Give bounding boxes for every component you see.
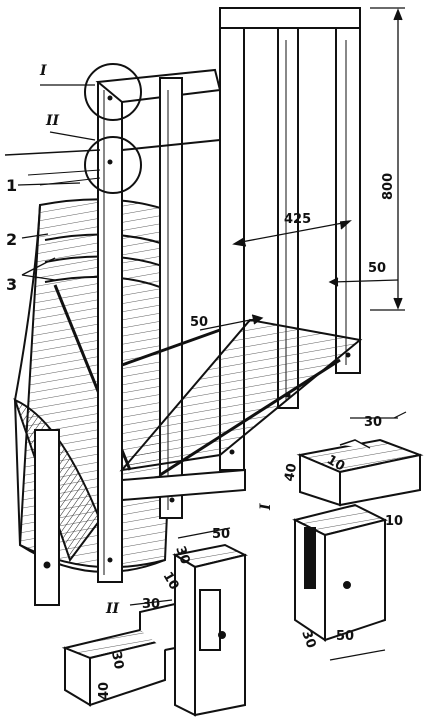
post-width-right-dim: 50 bbox=[368, 261, 386, 276]
detail-II-rail bbox=[61, 599, 176, 707]
detail-circle-II bbox=[84, 136, 142, 194]
detail-II-rail-depth: 30 bbox=[108, 650, 126, 670]
detail-I-tenon-rail bbox=[296, 411, 424, 507]
part-3-label: 3 bbox=[6, 275, 17, 294]
detail-I-tenon-side: 40 bbox=[282, 462, 300, 482]
detail-II-lower-label: II bbox=[105, 601, 120, 617]
detail-I-lower-label: I bbox=[258, 503, 274, 511]
frame-height-dim: 800 bbox=[381, 173, 396, 200]
right-frame-right-post bbox=[335, 7, 361, 374]
detail-circle-I bbox=[84, 63, 142, 121]
rail-upper bbox=[121, 139, 221, 151]
dimension-lines bbox=[17, 7, 405, 331]
detail-II-post-depth: 30 bbox=[172, 544, 192, 566]
part-1-label: 1 bbox=[6, 176, 17, 195]
right-frame-inner-post bbox=[277, 27, 299, 409]
detail-I-post-width: 50 bbox=[336, 629, 354, 644]
detail-II-tenon-length: 30 bbox=[142, 597, 160, 612]
detail-II-post bbox=[172, 527, 248, 717]
left-front-post bbox=[97, 81, 123, 583]
lower-shelf bbox=[119, 318, 363, 472]
width-dim-line bbox=[235, 221, 349, 244]
detail-I-mortise-width: 10 bbox=[385, 514, 403, 529]
detail-I-post-block bbox=[292, 503, 388, 661]
detail-II-label: II bbox=[45, 113, 60, 129]
short-leg bbox=[34, 429, 60, 606]
part-2-label: 2 bbox=[6, 230, 17, 249]
base-rail bbox=[121, 468, 246, 502]
detail-I-label: I bbox=[39, 63, 47, 79]
detail-II-rail-height: 40 bbox=[97, 682, 112, 700]
detail-II-post-width: 50 bbox=[212, 527, 230, 542]
main-assembly bbox=[4, 7, 363, 606]
frame-width-dim: 425 bbox=[284, 212, 311, 227]
detail-I-tenon-width: 30 bbox=[364, 415, 382, 430]
right-frame-top-rail bbox=[219, 7, 361, 29]
rail-mid bbox=[121, 328, 221, 367]
detail-I-post-depth: 30 bbox=[298, 628, 318, 650]
post-width-left-dim: 50 bbox=[190, 315, 208, 330]
